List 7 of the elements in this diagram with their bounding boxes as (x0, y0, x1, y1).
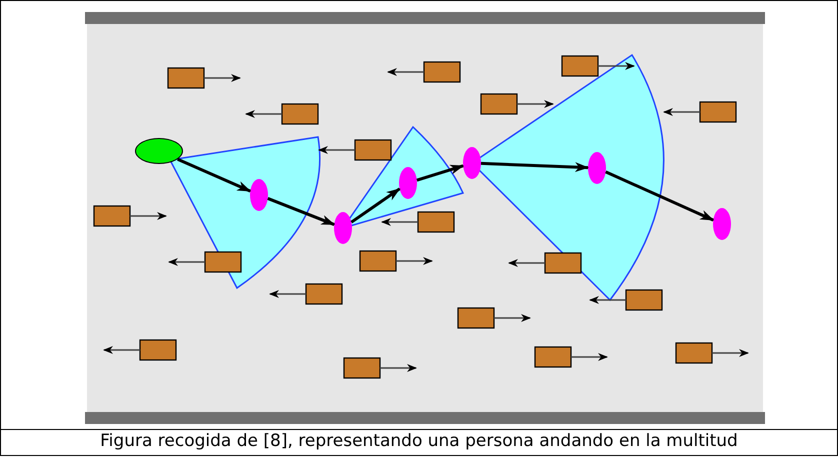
path-arrow (177, 158, 252, 193)
path-arrow (416, 164, 464, 182)
path-arrow (350, 188, 400, 224)
path-arrow (605, 170, 714, 222)
caption: Figura recogida de [8], representando una persona andando en la multitud (99, 431, 739, 451)
path-arrow (267, 197, 336, 226)
path-arrow (480, 162, 589, 172)
